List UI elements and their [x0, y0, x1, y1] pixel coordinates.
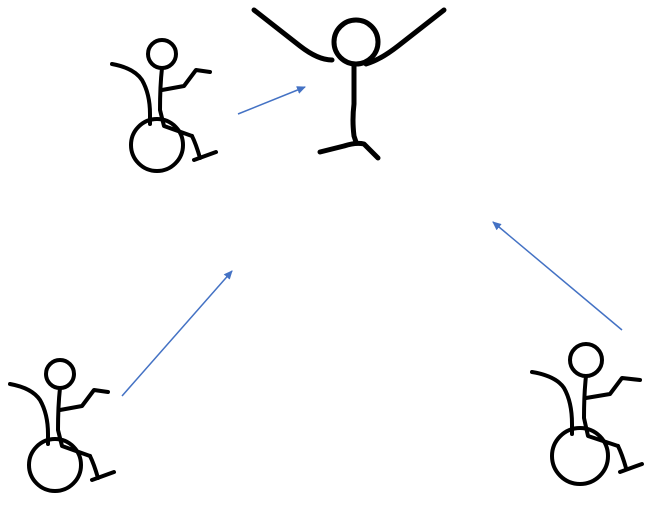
- standing-figure-head: [331, 17, 381, 67]
- wheelchair-user-icon: [530, 342, 644, 486]
- arrow-bottom-left: [121, 270, 233, 397]
- arrow-bottom-right: [492, 221, 623, 331]
- arrow-top-left: [237, 86, 306, 115]
- standing-figure-left-arm: [251, 7, 335, 63]
- standing-figure-right-arm: [363, 7, 447, 67]
- wheelchair-user-icon: [8, 358, 116, 493]
- standing-stick-figure-arms-raised-icon: [251, 7, 447, 161]
- wheelchair-user-icon: [110, 38, 218, 173]
- standing-figure-body: [350, 61, 359, 145]
- standing-figure-legs: [317, 140, 381, 161]
